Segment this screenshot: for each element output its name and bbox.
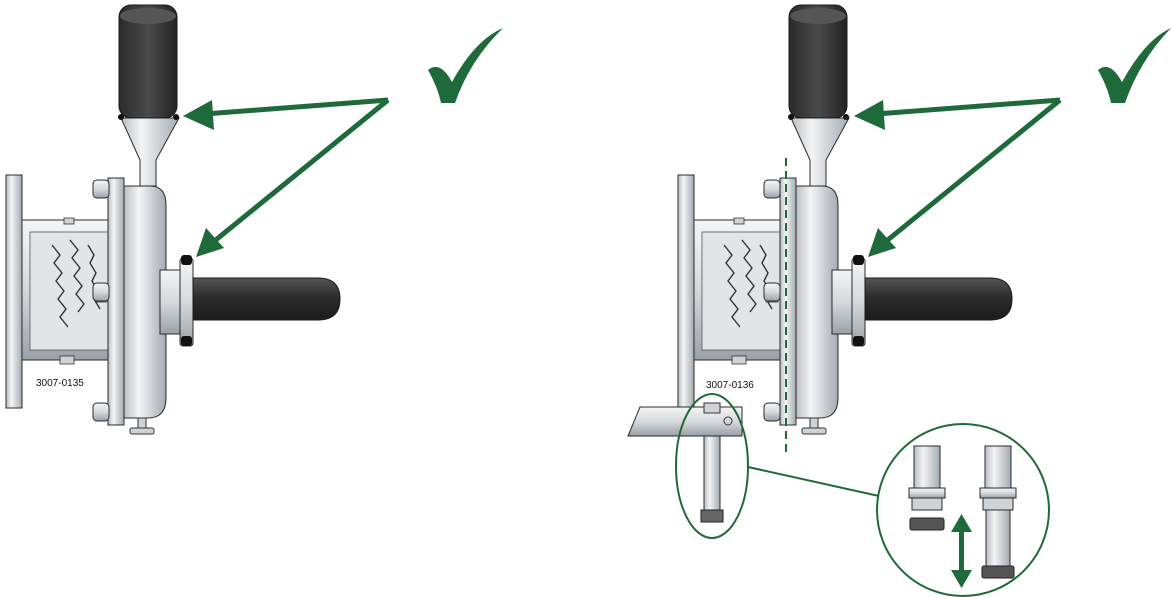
arrow-icon <box>854 97 1062 257</box>
pump-casing <box>123 185 167 419</box>
outlet-cone <box>120 117 180 187</box>
detail-parts <box>908 445 1017 579</box>
callout-leader-line <box>747 466 889 499</box>
outlet-hose <box>118 4 178 119</box>
pump-assembly-left <box>5 4 341 435</box>
figure-label-right: 3007-0136 <box>706 380 754 391</box>
arrow-icon <box>183 97 390 257</box>
detail-callout-circle <box>675 393 749 539</box>
figure-label-left: 3007-0135 <box>36 378 84 389</box>
casing-flange <box>107 177 125 426</box>
straight-edge-tool <box>627 402 743 523</box>
pump-assembly-right <box>677 4 1013 435</box>
double-arrow-icon <box>951 514 972 588</box>
check-icon <box>428 28 503 103</box>
mounting-plate <box>5 174 23 409</box>
inlet-hose <box>192 277 341 321</box>
check-icon <box>1098 28 1171 103</box>
